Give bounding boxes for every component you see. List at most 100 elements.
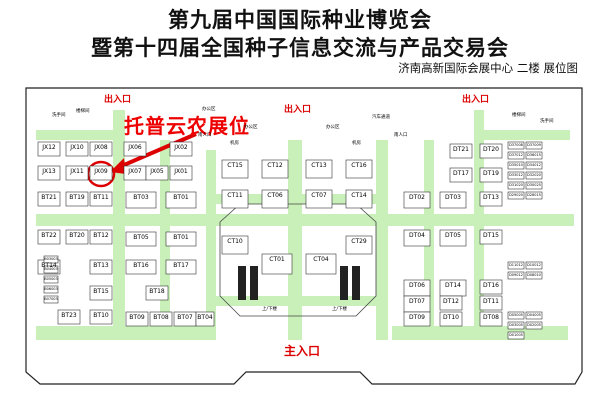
booth-d31020[interactable] — [507, 181, 525, 190]
booth-d09012[interactable] — [507, 271, 525, 280]
booth-bt20[interactable] — [65, 229, 89, 245]
booth-jx02[interactable] — [169, 141, 193, 157]
booth-ct14[interactable] — [345, 189, 373, 209]
booth-label: BT08 — [153, 314, 169, 321]
booth-dt16[interactable] — [479, 279, 503, 295]
booth-dt12[interactable] — [439, 295, 463, 311]
booth-ct13[interactable] — [305, 159, 333, 179]
booth-bt13[interactable] — [89, 259, 113, 275]
booth-d10012[interactable] — [525, 261, 543, 270]
booth-label: D03005 — [509, 323, 523, 327]
booth-bt08[interactable] — [149, 311, 173, 327]
booth-ct06[interactable] — [261, 189, 289, 209]
exit-label-left: 出入口 — [104, 95, 132, 105]
booth-label: CT14 — [351, 192, 367, 199]
booth-ct29[interactable] — [345, 235, 373, 255]
booth-ct10[interactable] — [221, 235, 249, 255]
booth-ct16[interactable] — [345, 159, 373, 179]
booth-label: JX13 — [42, 168, 56, 175]
booth-bt05[interactable] — [125, 231, 157, 247]
booth-jx12[interactable] — [37, 141, 61, 157]
booth-ct04[interactable] — [305, 253, 337, 275]
booth-dt17[interactable] — [449, 167, 473, 183]
booth-d02005[interactable] — [525, 321, 543, 330]
booth-bt01[interactable] — [165, 191, 197, 209]
booth-d28015[interactable] — [525, 191, 543, 200]
booth-d35010[interactable] — [507, 161, 525, 170]
booth-bt15[interactable] — [89, 285, 113, 301]
booth-b03003[interactable] — [43, 255, 59, 264]
booth-d34012[interactable] — [525, 161, 543, 170]
booth-dt11[interactable] — [479, 295, 503, 311]
booth-dt15[interactable] — [479, 229, 503, 245]
booth-d08010[interactable] — [525, 271, 543, 280]
booth-label: D01005 — [509, 333, 523, 337]
booth-dt10[interactable] — [439, 311, 463, 327]
booth-annotation: 托普云农展位 — [124, 114, 250, 138]
booth-dt03[interactable] — [439, 191, 467, 209]
booth-label: BT15 — [93, 288, 109, 295]
booth-bt12[interactable] — [89, 229, 113, 245]
booth-bt09[interactable] — [125, 311, 149, 327]
booth-d37009[interactable] — [525, 141, 543, 150]
booth-dt02[interactable] — [403, 191, 431, 209]
booth-d37012[interactable] — [507, 151, 525, 160]
booth-d04005[interactable] — [525, 311, 543, 320]
booth-bt22[interactable] — [37, 229, 61, 245]
booth-bt23[interactable] — [57, 309, 81, 325]
booth-bt19[interactable] — [65, 191, 89, 207]
booth-ct15[interactable] — [221, 159, 249, 179]
booth-bt18[interactable] — [145, 285, 169, 301]
booth-jx08[interactable] — [89, 141, 113, 157]
booth-dt19[interactable] — [479, 167, 503, 183]
booth-dt21[interactable] — [449, 143, 473, 159]
booth-d29020[interactable] — [507, 191, 525, 200]
booth-b05003[interactable] — [43, 275, 59, 284]
booth-bt21[interactable] — [37, 191, 61, 207]
booth-dt04[interactable] — [403, 229, 431, 247]
booth-jx10[interactable] — [65, 141, 89, 157]
booth-label: JX01 — [174, 168, 188, 175]
booth-ct11[interactable] — [221, 189, 249, 209]
booth-bt04[interactable] — [195, 311, 215, 327]
booth-d11012[interactable] — [507, 261, 525, 270]
booth-bt03[interactable] — [125, 191, 157, 209]
booth-label: BT18 — [149, 288, 165, 295]
booth-ct01[interactable] — [261, 253, 293, 275]
booth-jx06[interactable] — [123, 141, 147, 157]
room-label: 机房 — [230, 141, 239, 146]
booth-bt11[interactable] — [89, 191, 113, 207]
booth-dt20[interactable] — [479, 143, 503, 159]
booth-b07003[interactable] — [43, 295, 59, 304]
booth-bt01[interactable] — [165, 231, 197, 247]
booth-bt10[interactable] — [89, 309, 113, 325]
arrow-head — [110, 158, 126, 174]
booth-d30025[interactable] — [525, 181, 543, 190]
booth-label: JX10 — [70, 144, 84, 151]
booth-jx05[interactable] — [145, 165, 169, 181]
booth-b04003[interactable] — [43, 265, 59, 274]
booth-dt13[interactable] — [479, 191, 503, 207]
booth-jx09[interactable] — [89, 165, 113, 181]
booth-dt05[interactable] — [439, 229, 467, 247]
booth-d03005[interactable] — [507, 321, 525, 330]
booth-ct07[interactable] — [305, 189, 333, 209]
booth-jx11[interactable] — [65, 165, 89, 181]
booth-label: CT06 — [267, 192, 283, 199]
booth-d32020[interactable] — [525, 171, 543, 180]
booth-b06003[interactable] — [43, 285, 59, 294]
booth-d33012[interactable] — [507, 171, 525, 180]
booth-jx01[interactable] — [169, 165, 193, 181]
room-label: 办公区 — [326, 125, 340, 130]
booth-d36015[interactable] — [525, 151, 543, 160]
booth-bt16[interactable] — [125, 259, 157, 275]
booth-jx13[interactable] — [37, 165, 61, 181]
booth-dt09[interactable] — [403, 311, 431, 327]
booth-ct12[interactable] — [261, 159, 289, 179]
booth-bt17[interactable] — [165, 259, 197, 275]
booth-d01005[interactable] — [507, 331, 525, 340]
booth-d05005[interactable] — [507, 311, 525, 320]
booth-d37008[interactable] — [507, 141, 525, 150]
booth-dt08[interactable] — [479, 311, 503, 327]
booth-label: DT09 — [409, 314, 425, 321]
